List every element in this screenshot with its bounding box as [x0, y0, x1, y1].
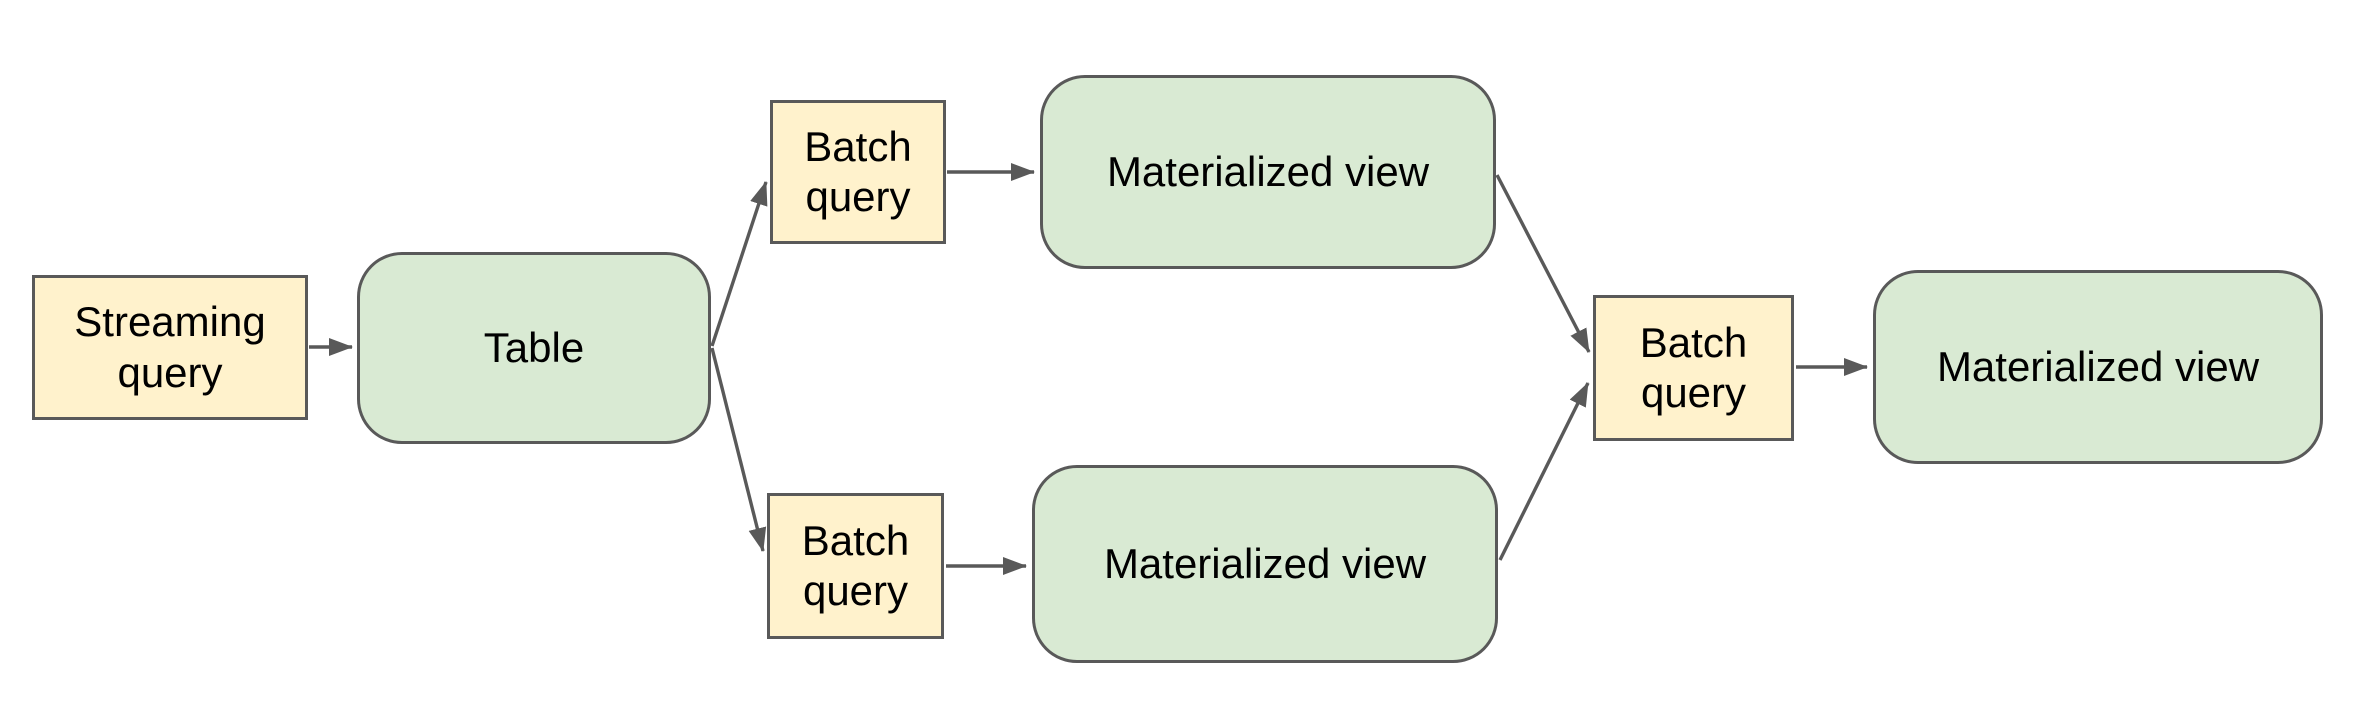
- node-materialized-view-final-label: Materialized view: [1936, 342, 2260, 390]
- node-streaming-query-label: Streaming query: [74, 298, 266, 396]
- node-materialized-view-bottom-label: Materialized view: [1103, 539, 1427, 587]
- node-table: Table: [357, 252, 711, 444]
- node-materialized-view-bottom: Materialized view: [1032, 465, 1498, 663]
- node-batch-query-final: Batch query: [1593, 295, 1794, 441]
- edge-table-to-batch-bottom: [710, 347, 767, 552]
- node-materialized-view-top-label: Materialized view: [1106, 147, 1430, 195]
- node-batch-query-top-label: Batch query: [804, 122, 912, 220]
- edge-mv-bottom-to-batch-final: [1498, 382, 1590, 561]
- edge-mv-top-to-batch-final: [1495, 174, 1591, 353]
- edge-table-to-batch-top: [710, 181, 768, 347]
- node-materialized-view-final: Materialized view: [1873, 270, 2323, 464]
- node-batch-query-bottom-label: Batch query: [801, 516, 910, 614]
- node-batch-query-final-label: Batch query: [1639, 318, 1748, 416]
- node-streaming-query: Streaming query: [32, 275, 308, 420]
- node-table-label: Table: [483, 323, 585, 371]
- node-batch-query-top: Batch query: [770, 100, 946, 244]
- node-batch-query-bottom: Batch query: [767, 493, 944, 639]
- node-materialized-view-top: Materialized view: [1040, 75, 1496, 269]
